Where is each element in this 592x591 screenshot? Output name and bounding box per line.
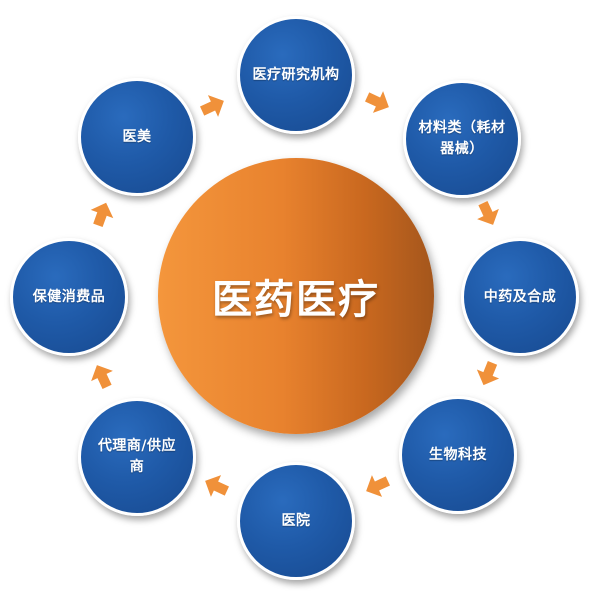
arrow-materials-to-tcm <box>469 195 506 232</box>
node-hospital: 医院 <box>237 462 355 580</box>
arrow-agent-to-health <box>83 357 120 394</box>
node-health: 保健消费品 <box>10 238 128 356</box>
node-hospital-label: 医院 <box>281 512 311 529</box>
node-biotech: 生物科技 <box>399 396 517 514</box>
arrow-health-to-aesthetic <box>84 196 120 232</box>
node-health-label: 保健消费品 <box>32 288 106 305</box>
node-research-label: 医疗研究机构 <box>252 66 340 83</box>
arrow-aesthetic-to-research <box>194 87 231 124</box>
node-research: 医疗研究机构 <box>237 16 355 134</box>
node-materials: 材料类（耗材器械） <box>403 80 521 198</box>
arrow-hospital-to-agent <box>197 467 234 504</box>
center-label: 医药医疗 <box>212 277 380 323</box>
arrow-research-to-materials <box>359 83 396 120</box>
node-tcm-label: 中药及合成 <box>483 288 557 305</box>
node-aesthetic-label: 医美 <box>122 128 152 145</box>
node-agent-label: 代理商/供应商 <box>97 438 177 475</box>
node-agent: 代理商/供应商 <box>78 398 196 516</box>
center-circle: 医药医疗 <box>158 158 434 434</box>
node-tcm: 中药及合成 <box>461 238 579 356</box>
node-biotech-label: 生物科技 <box>429 446 487 463</box>
node-aesthetic: 医美 <box>78 78 196 196</box>
arrow-tcm-to-biotech <box>470 356 506 392</box>
node-materials-label: 材料类（耗材器械） <box>418 120 506 157</box>
arrow-biotech-to-hospital <box>358 467 395 504</box>
